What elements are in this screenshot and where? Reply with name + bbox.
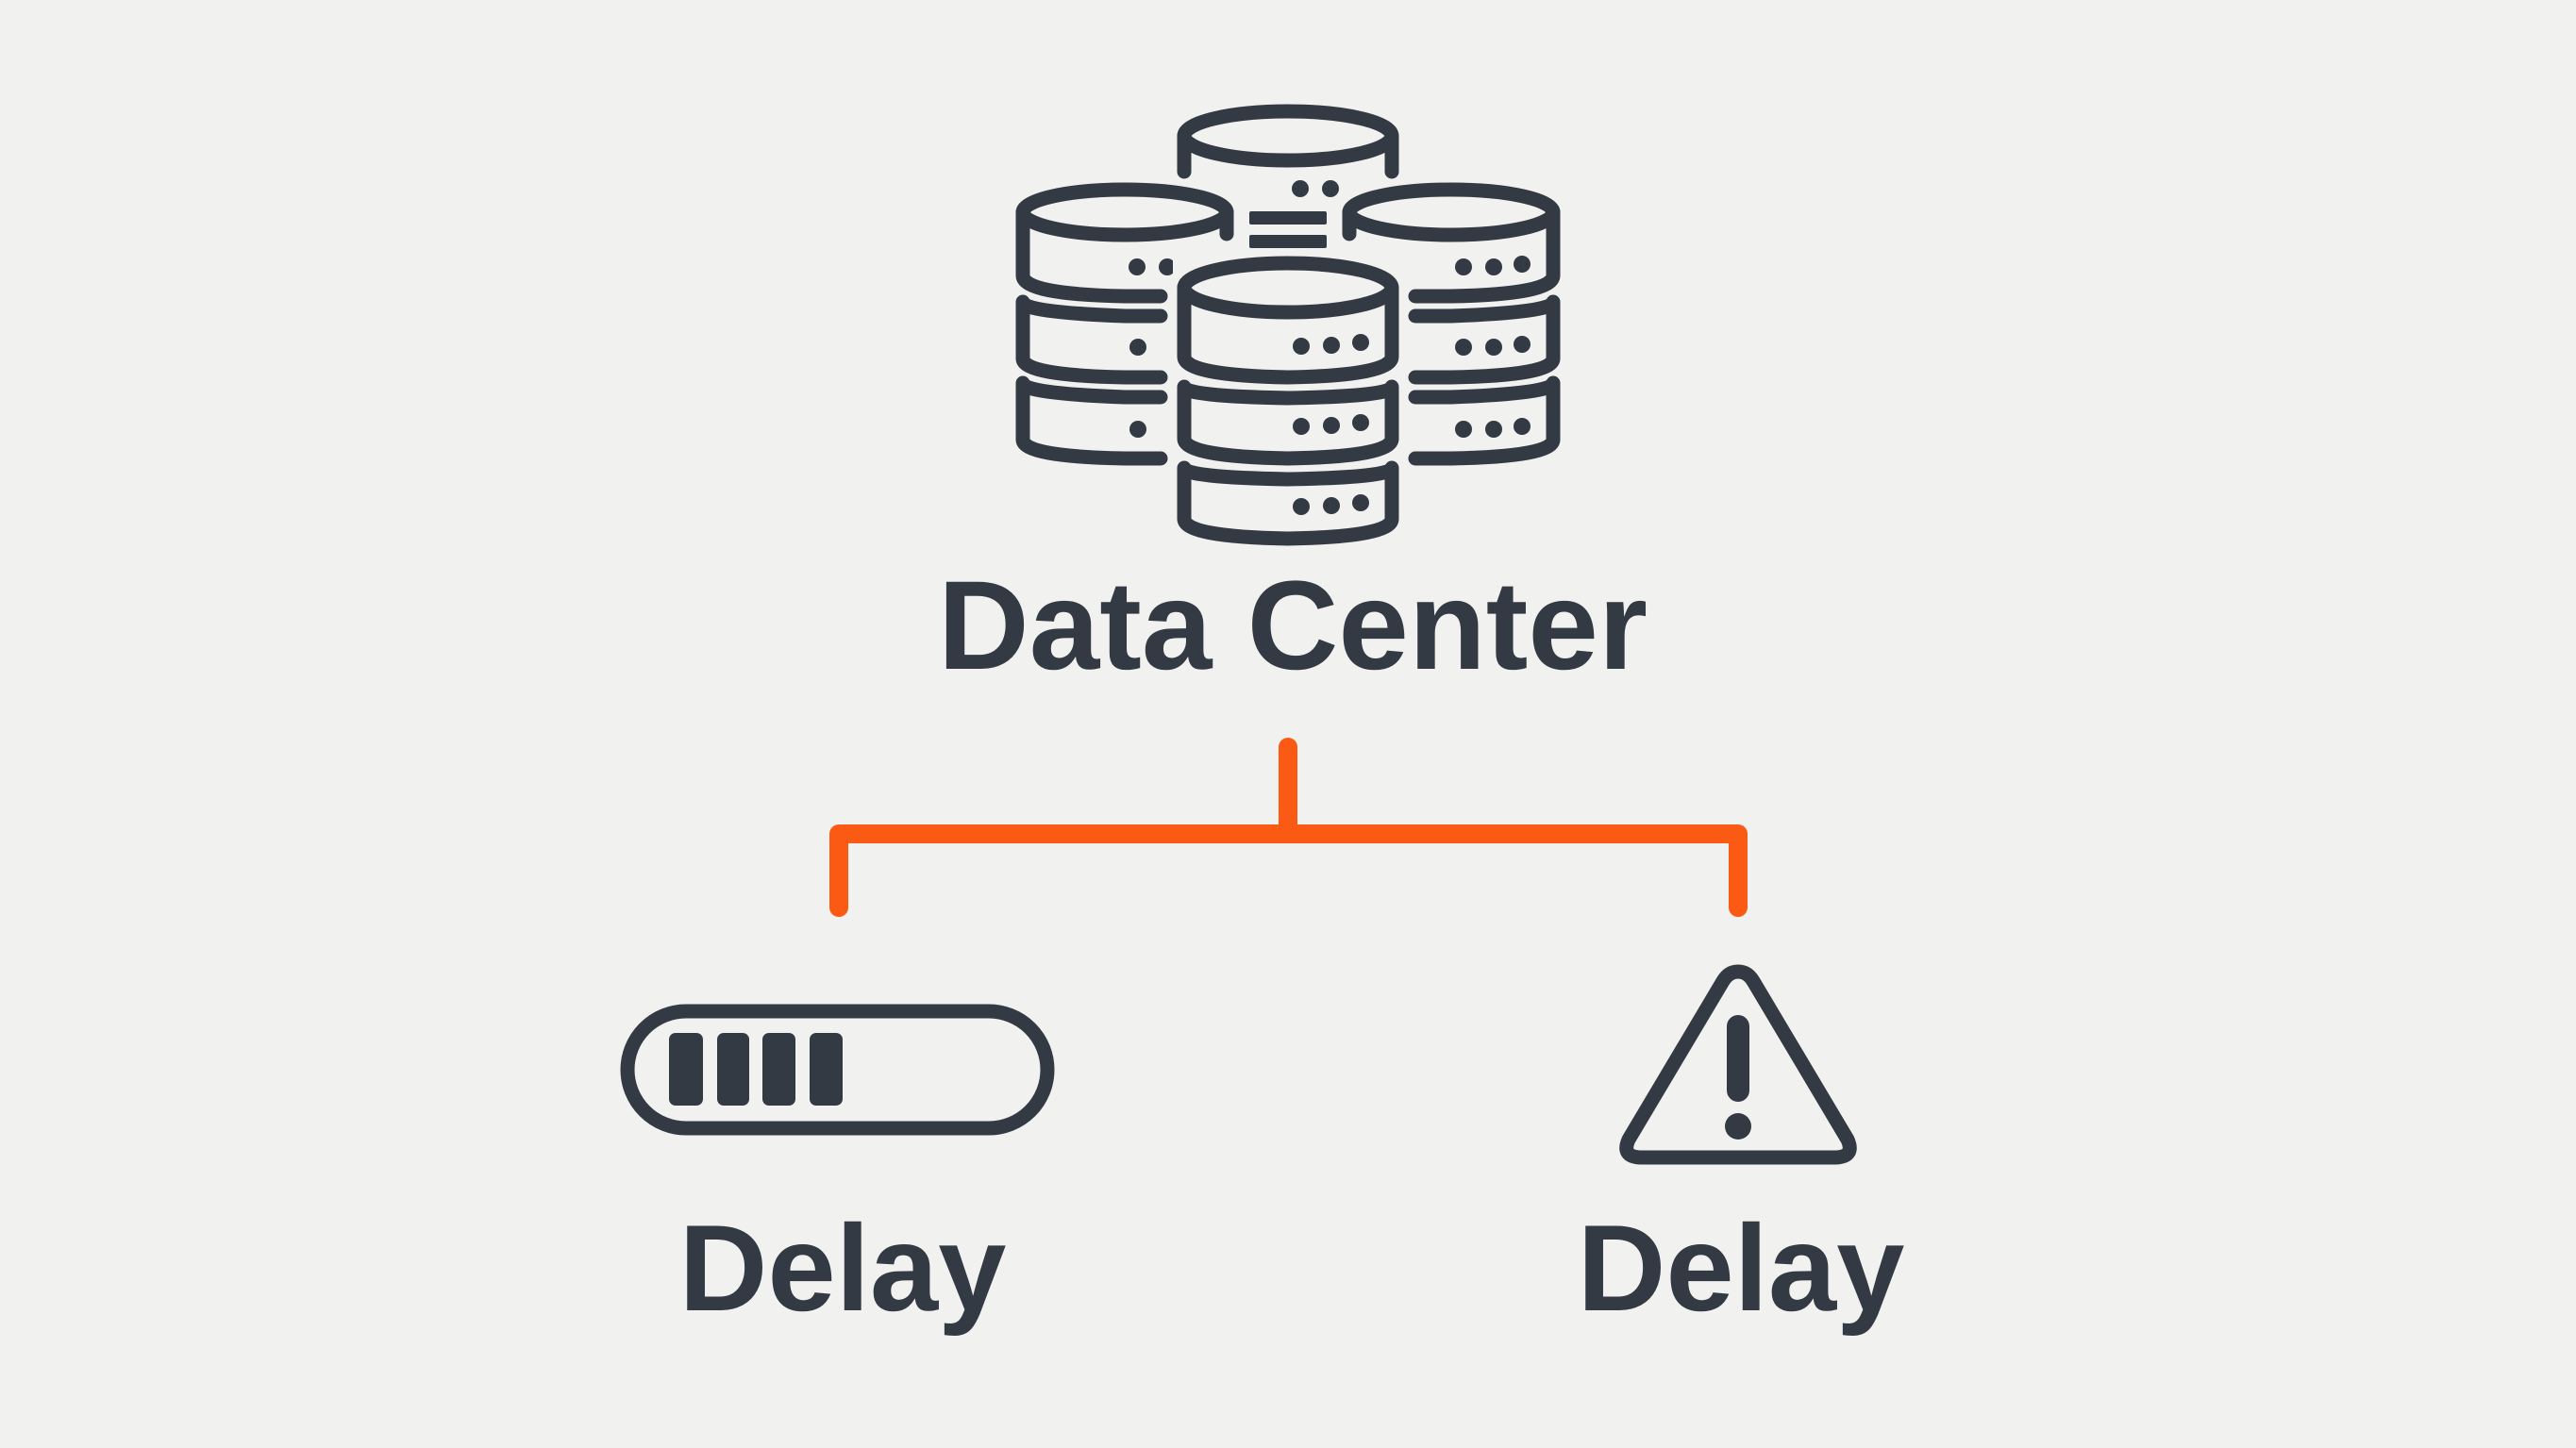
warning-triangle-icon [1619,964,1857,1165]
root-node-label: Data Center [937,556,1648,696]
database-stack-center [1173,255,1403,547]
database-servers-icon [1015,104,1561,547]
child-node-label-left: Delay [678,1199,1007,1337]
child-node-label-right: Delay [1577,1199,1905,1337]
database-stack-left [1015,182,1234,466]
tree-connector [829,738,1748,917]
database-cylinder-top [1177,104,1399,248]
progress-bar-icon [620,1004,1055,1136]
database-stack-right [1342,182,1561,466]
